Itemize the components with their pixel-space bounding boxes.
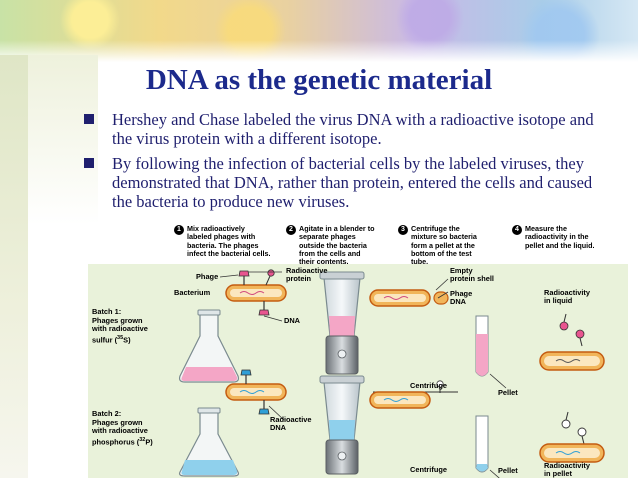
step-text: Agitate in a blender to separate phages … (299, 224, 375, 267)
phage-dna-label: Phage DNA (450, 289, 473, 307)
blender-batch-2 (319, 375, 365, 475)
decorative-side-bar (0, 55, 28, 478)
step-text: Mix radioactively labeled phages with ba… (187, 224, 271, 258)
batch-1-description: Phages grown with radioactive sulfur (35… (92, 316, 148, 345)
phage-label: Phage (196, 272, 219, 281)
mixture-strip-batch-1 (369, 289, 449, 307)
step-descriptions: 1 Mix radioactively labeled phages with … (88, 222, 628, 267)
bacterium-batch-2 (225, 383, 287, 401)
result-cells-batch-1 (539, 313, 605, 371)
batch-2-title: Batch 2: (92, 409, 122, 418)
step-number: 3 (398, 225, 408, 235)
batch-2-description: Phages grown with radioactive phosphorus… (92, 418, 153, 447)
flask-batch-2 (178, 407, 240, 477)
radioactivity-pellet-label: Radioactivity in pellet (544, 461, 591, 478)
bullet-square-icon (84, 114, 94, 124)
mixture-strip-batch-2 (369, 380, 444, 409)
dna-label: DNA (284, 316, 301, 325)
centrifuge-label-2: Centrifuge (410, 465, 447, 474)
phage-icons-batch-1 (238, 269, 275, 316)
pellet-label-1: Pellet (498, 388, 518, 397)
experiment-illustration (178, 269, 605, 478)
bullet-text: Hershey and Chase labeled the virus DNA … (112, 110, 594, 148)
bacterium-batch-1 (225, 284, 287, 302)
bullet-item: Hershey and Chase labeled the virus DNA … (84, 110, 614, 148)
result-cells-batch-2 (539, 411, 605, 463)
blender-batch-1 (319, 271, 365, 375)
step-text: Centrifuge the mixture so bacteria form … (411, 224, 477, 267)
flask-batch-1 (178, 309, 240, 383)
centrifuge-label-1: Centrifuge (410, 381, 447, 390)
step-number: 2 (286, 225, 296, 235)
experiment-panel: Phage Bacterium Radioactive protein DNA … (88, 264, 628, 478)
phage-icons-batch-2 (240, 369, 270, 415)
pellet-label-2: Pellet (498, 466, 518, 475)
test-tube-batch-2 (475, 415, 489, 473)
slide-title: DNA as the genetic material (145, 64, 493, 96)
empty-protein-shell-label: Empty protein shell (450, 266, 494, 284)
hershey-chase-figure: 1 Mix radioactively labeled phages with … (88, 222, 628, 478)
radioactive-dna-label: Radioactive DNA (270, 415, 312, 433)
radioactive-protein-label: Radioactive protein (286, 266, 328, 284)
step-number: 1 (174, 225, 184, 235)
decorative-side-panel (28, 55, 98, 225)
step-text: Measure the radioactivity in the pellet … (525, 224, 595, 250)
step-number: 4 (512, 225, 522, 235)
batch-1-title: Batch 1: (92, 307, 122, 316)
bullet-square-icon (84, 158, 94, 168)
decorative-banner (0, 0, 638, 62)
bullet-item: By following the infection of bacterial … (84, 154, 614, 211)
radioactivity-liquid-label: Radioactivity in liquid (544, 288, 591, 306)
bacterium-label: Bacterium (174, 288, 211, 297)
test-tube-batch-1 (475, 315, 489, 377)
bullet-list: Hershey and Chase labeled the virus DNA … (84, 110, 614, 217)
bullet-text: By following the infection of bacterial … (112, 154, 593, 211)
